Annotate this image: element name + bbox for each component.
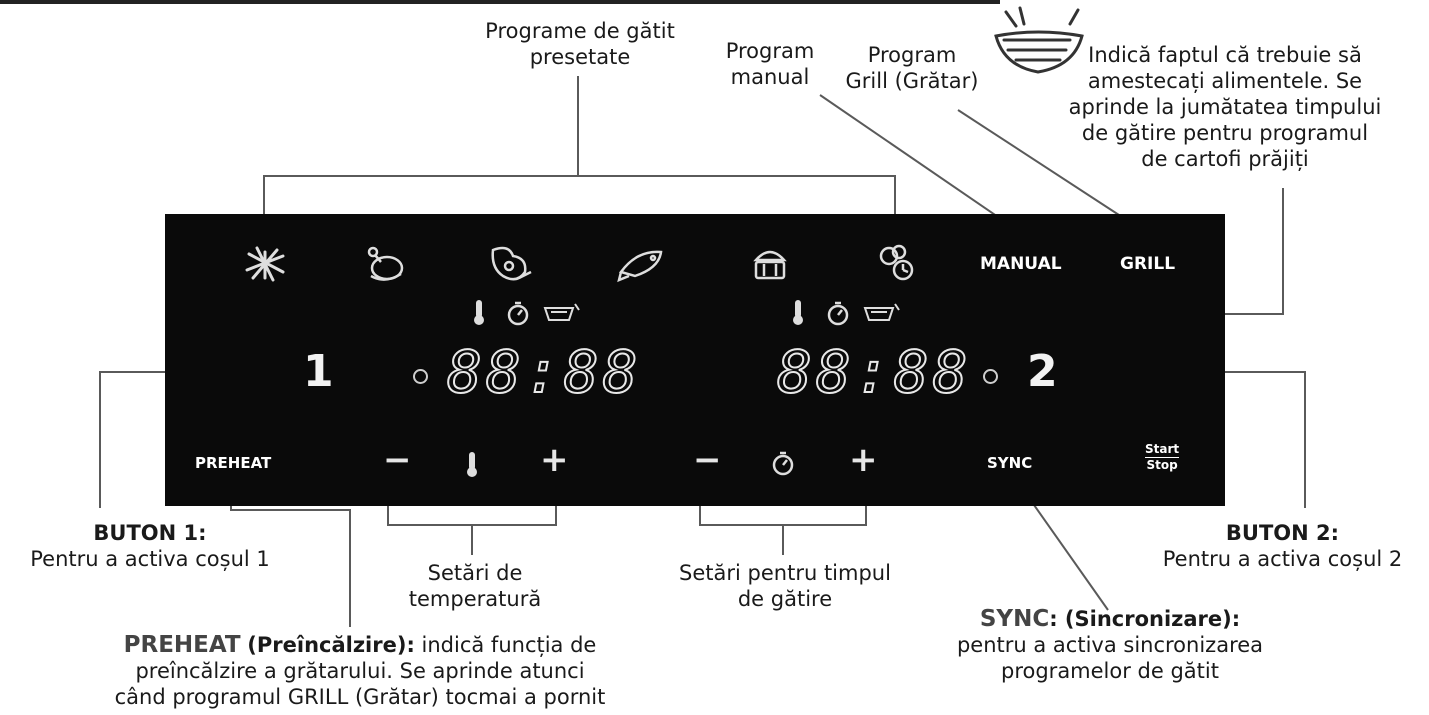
stop-label: Stop	[1146, 458, 1178, 472]
button-1-label: BUTON 1: Pentru a activa coșul 1	[0, 520, 300, 572]
timer-icon	[772, 451, 794, 476]
thermometer-icon	[793, 300, 803, 325]
top-border	[0, 0, 1000, 4]
button-1-desc: Pentru a activa coșul 1	[30, 547, 270, 571]
shake-basket-icon	[994, 6, 1084, 74]
steak-icon[interactable]	[487, 242, 533, 286]
sync-title-b: : (Sincronizare):	[1049, 607, 1241, 631]
button-2-desc: Pentru a activa coșul 2	[1162, 547, 1403, 571]
preheat-desc-0: indică funcția de	[414, 633, 597, 657]
preheat-title-b: (Preîncălzire):	[247, 633, 415, 657]
basket-2-button[interactable]: 2	[1027, 346, 1058, 397]
basket-1-indicator	[413, 369, 428, 384]
fries-icon[interactable]	[243, 244, 289, 284]
cake-icon[interactable]	[750, 242, 790, 284]
button-2-title: BUTON 2:	[1225, 521, 1340, 545]
start-stop-button[interactable]: Start Stop	[1145, 442, 1180, 473]
preheat-title-a: PREHEAT	[123, 632, 241, 658]
manual-button[interactable]: MANUAL	[980, 254, 1062, 274]
temp-minus-button[interactable]: −	[383, 440, 412, 480]
timer-icon	[827, 301, 849, 326]
display-2: 88:88	[776, 337, 972, 407]
timer-icon	[507, 301, 529, 326]
button-2-label: BUTON 2: Pentru a activa coșul 2	[1140, 520, 1425, 572]
grill-button[interactable]: GRILL	[1120, 254, 1176, 274]
chicken-icon[interactable]	[363, 242, 407, 286]
preheat-button[interactable]: PREHEAT	[195, 454, 272, 472]
custom-timer-icon[interactable]	[875, 240, 919, 286]
time-minus-button[interactable]: −	[693, 440, 722, 480]
thermometer-icon	[474, 300, 484, 325]
fish-icon[interactable]	[617, 244, 665, 284]
basket-2-indicator	[983, 369, 998, 384]
display-1: 88:88	[446, 337, 642, 407]
sync-title-a: SYNC	[979, 606, 1050, 632]
button-1-title: BUTON 1:	[93, 521, 207, 545]
shake-basket-icon	[863, 303, 900, 321]
control-panel: MANUAL GRILL 1 88:88 88:88 2 PREHEAT − +…	[165, 214, 1225, 506]
basket-1-button[interactable]: 1	[303, 346, 334, 397]
shake-basket-icon	[543, 303, 580, 321]
sync-label: SYNC: (Sincronizare): pentru a activa si…	[956, 606, 1264, 683]
temp-plus-button[interactable]: +	[540, 440, 569, 480]
sync-button[interactable]: SYNC	[987, 454, 1033, 472]
preheat-label: PREHEAT (Preîncălzire): indică funcția d…	[114, 632, 606, 709]
start-label: Start	[1145, 442, 1180, 458]
thermometer-icon	[467, 452, 477, 477]
time-plus-button[interactable]: +	[849, 440, 878, 480]
